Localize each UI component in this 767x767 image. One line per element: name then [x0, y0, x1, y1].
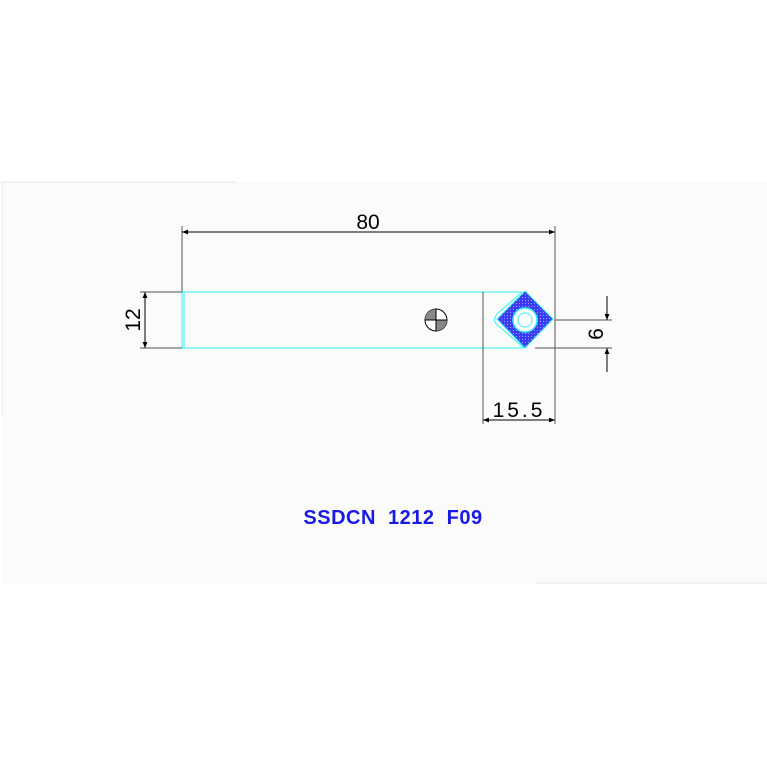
dimension-label: 15.5 [493, 399, 546, 422]
dimension-label: 80 [356, 211, 379, 234]
dimension-12: 12 [122, 292, 148, 348]
dimension-15-5: 15.5 [483, 399, 555, 423]
dimension-80: 80 [182, 211, 555, 235]
tool-holder-outline [181, 291, 525, 349]
drawing-canvas [2, 182, 767, 583]
tool-designation: SSDCN 1212 F09 [303, 507, 482, 529]
insert-screw-icon [512, 307, 538, 333]
dimension-6: 6 [585, 296, 610, 372]
insert [496, 290, 554, 349]
dimension-label: 6 [585, 328, 608, 340]
dimension-label: 12 [122, 308, 145, 331]
center-of-gravity-icon [424, 308, 448, 332]
